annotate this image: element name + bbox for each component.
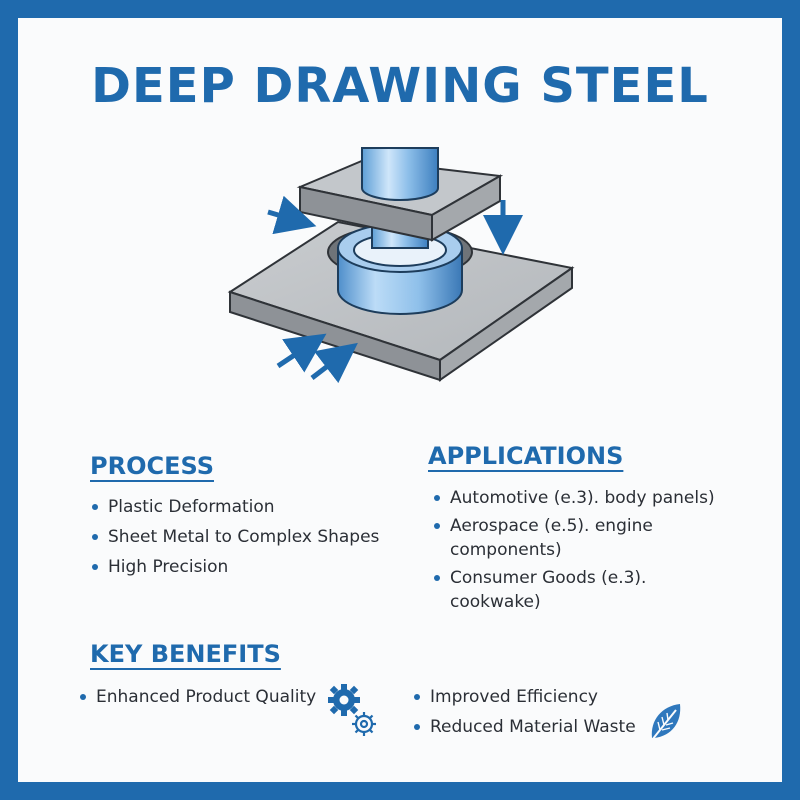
applications-list: Automotive (e.3). body panels) Aerospace…: [432, 486, 742, 618]
arrow-lower-left: [276, 333, 327, 373]
gears-icon: [328, 684, 376, 736]
punch-column: [361, 147, 439, 201]
applications-heading: APPLICATIONS: [428, 442, 624, 470]
application-item: Automotive (e.3). body panels): [432, 486, 742, 510]
process-item: High Precision: [90, 552, 390, 582]
process-heading: PROCESS: [90, 452, 214, 480]
benefit-item: Enhanced Product Quality: [78, 682, 328, 712]
page-title: DEEP DRAWING STEEL: [91, 58, 709, 114]
benefits-list-left: Enhanced Product Quality: [78, 682, 328, 712]
arrow-lower-right: [310, 342, 358, 384]
process-list: Plastic Deformation Sheet Metal to Compl…: [90, 492, 390, 582]
arrow-left-inward: [267, 195, 317, 235]
process-item: Sheet Metal to Complex Shapes: [90, 522, 390, 552]
application-item: Aerospace (e.5). engine components): [432, 514, 742, 562]
key-benefits-heading: KEY BENEFITS: [90, 640, 281, 668]
benefit-item: Reduced Material Waste: [412, 712, 652, 742]
force-arrows: [267, 195, 523, 384]
application-item: Consumer Goods (e.3). cookwake): [432, 566, 742, 614]
benefit-item: Improved Efficiency: [412, 682, 652, 712]
process-item: Plastic Deformation: [90, 492, 390, 522]
benefits-list-right: Improved Efficiency Reduced Material Was…: [412, 682, 652, 742]
leaf-icon: [651, 704, 681, 741]
